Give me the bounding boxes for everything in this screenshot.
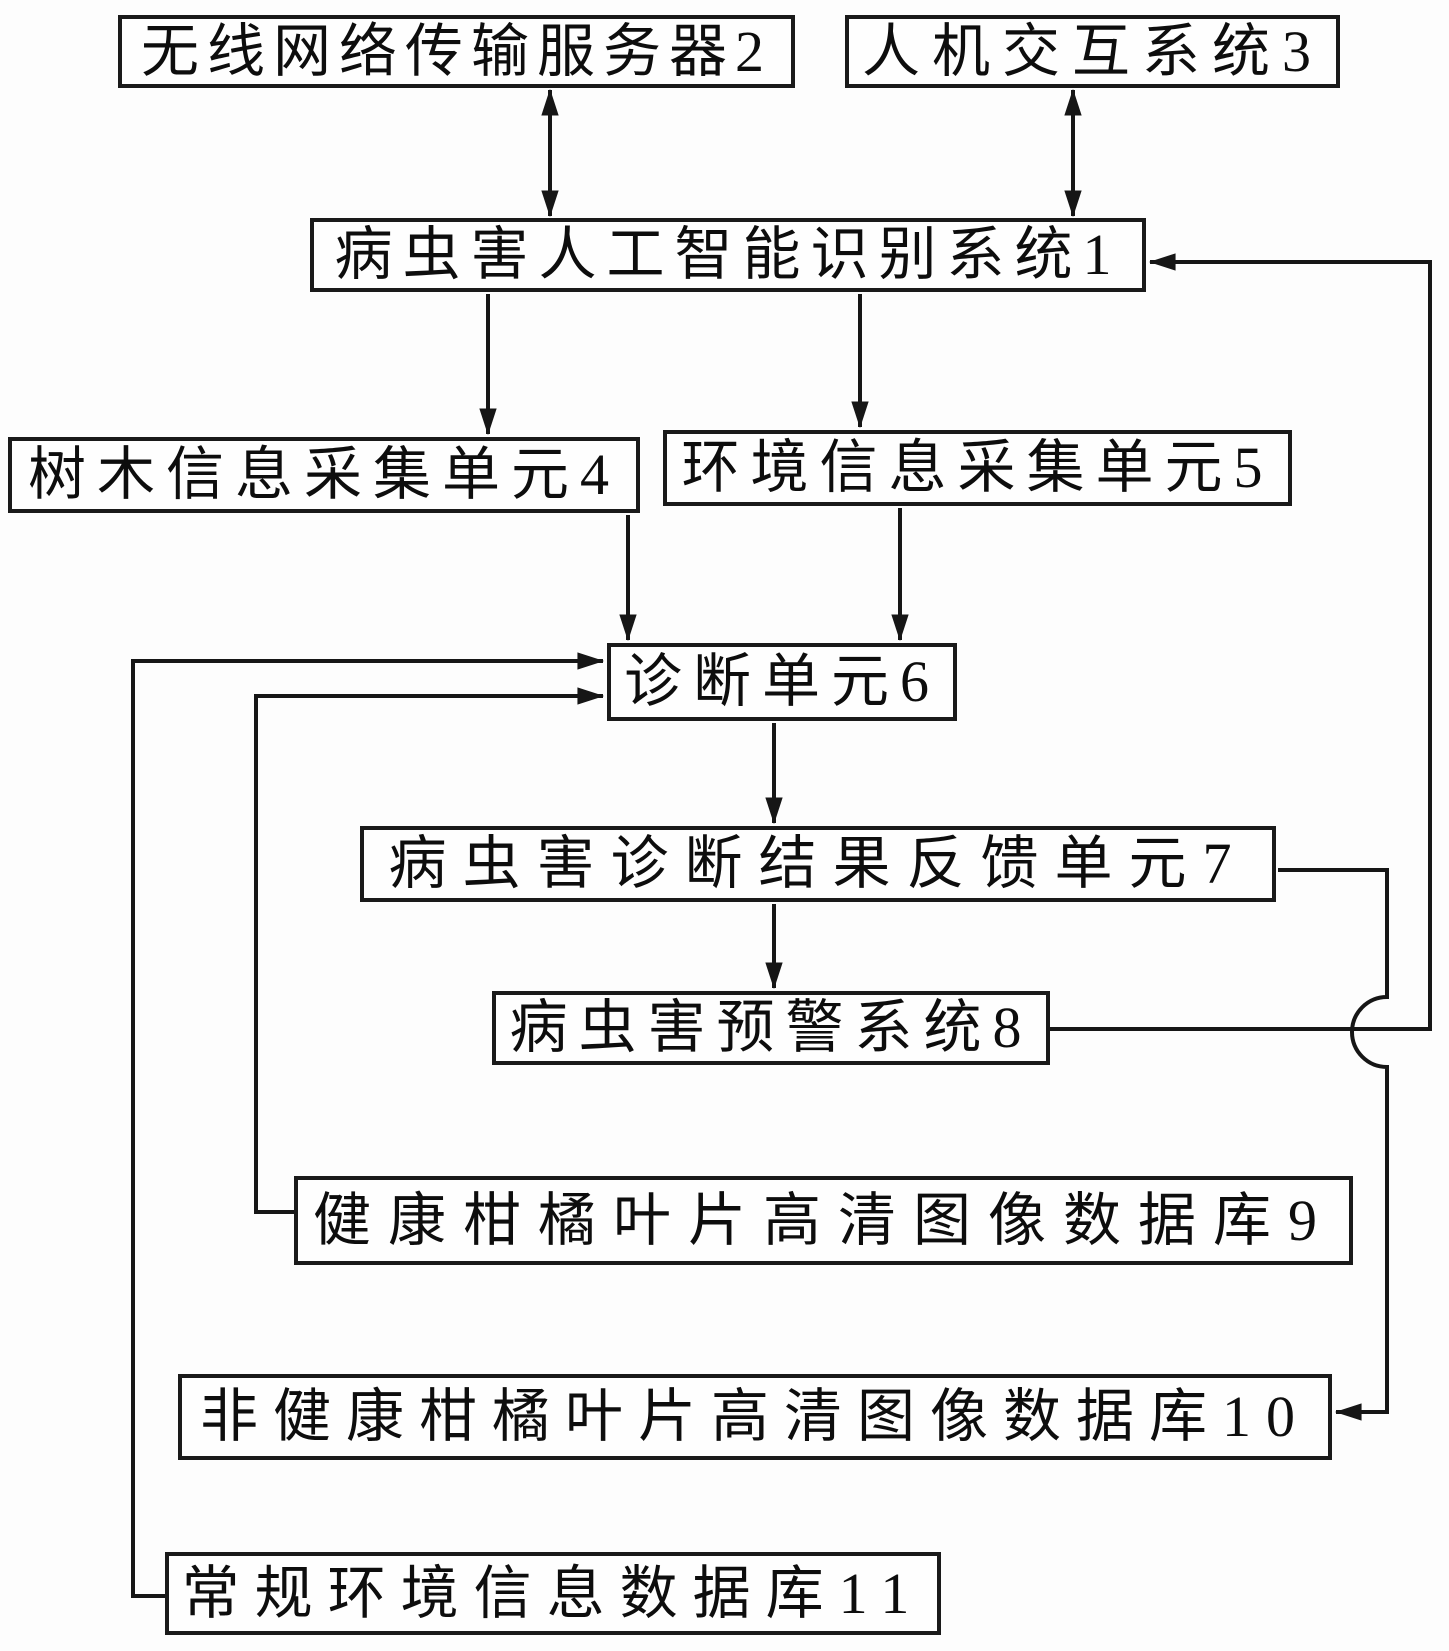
- box-environment-info-collection-unit: 环境信息采集单元5: [663, 430, 1292, 506]
- box-label: 诊断单元6: [623, 649, 940, 714]
- box-pest-ai-recognition-system: 病虫害人工智能识别系统1: [310, 218, 1146, 292]
- box-label: 常规环境信息数据库11: [181, 1560, 925, 1626]
- box-label: 病虫害预警系统8: [509, 995, 1033, 1060]
- box-regular-environment-database: 常规环境信息数据库11: [165, 1552, 941, 1635]
- box-healthy-leaf-image-database: 健康柑橘叶片高清图像数据库9: [294, 1176, 1353, 1265]
- box-label: 非健康柑橘叶片高清图像数据库10: [199, 1384, 1310, 1449]
- box-unhealthy-leaf-image-database: 非健康柑橘叶片高清图像数据库10: [178, 1374, 1332, 1460]
- edge-11-6: [131, 652, 605, 1598]
- edge-9-6: [254, 687, 605, 1214]
- box-label: 环境信息采集单元5: [681, 435, 1274, 500]
- edge-7-10: [1278, 868, 1389, 1421]
- box-label: 树木信息采集单元4: [27, 442, 620, 507]
- box-wireless-network-server: 无线网络传输服务器2: [118, 15, 795, 88]
- box-tree-info-collection-unit: 树木信息采集单元4: [8, 437, 640, 513]
- box-diagnosis-unit: 诊断单元6: [607, 643, 957, 721]
- box-label: 人机交互系统3: [861, 18, 1323, 84]
- box-pest-warning-system: 病虫害预警系统8: [492, 991, 1050, 1065]
- edge-8-1: [1050, 253, 1432, 1031]
- box-diagnosis-result-feedback-unit: 病虫害诊断结果反馈单元7: [360, 826, 1276, 902]
- box-label: 健康柑橘叶片高清图像数据库9: [312, 1187, 1334, 1253]
- box-label: 病虫害诊断结果反馈单元7: [388, 831, 1248, 896]
- box-label: 无线网络传输服务器2: [140, 18, 772, 84]
- box-human-machine-interaction-system: 人机交互系统3: [845, 15, 1340, 88]
- box-label: 病虫害人工智能识别系统1: [334, 222, 1122, 287]
